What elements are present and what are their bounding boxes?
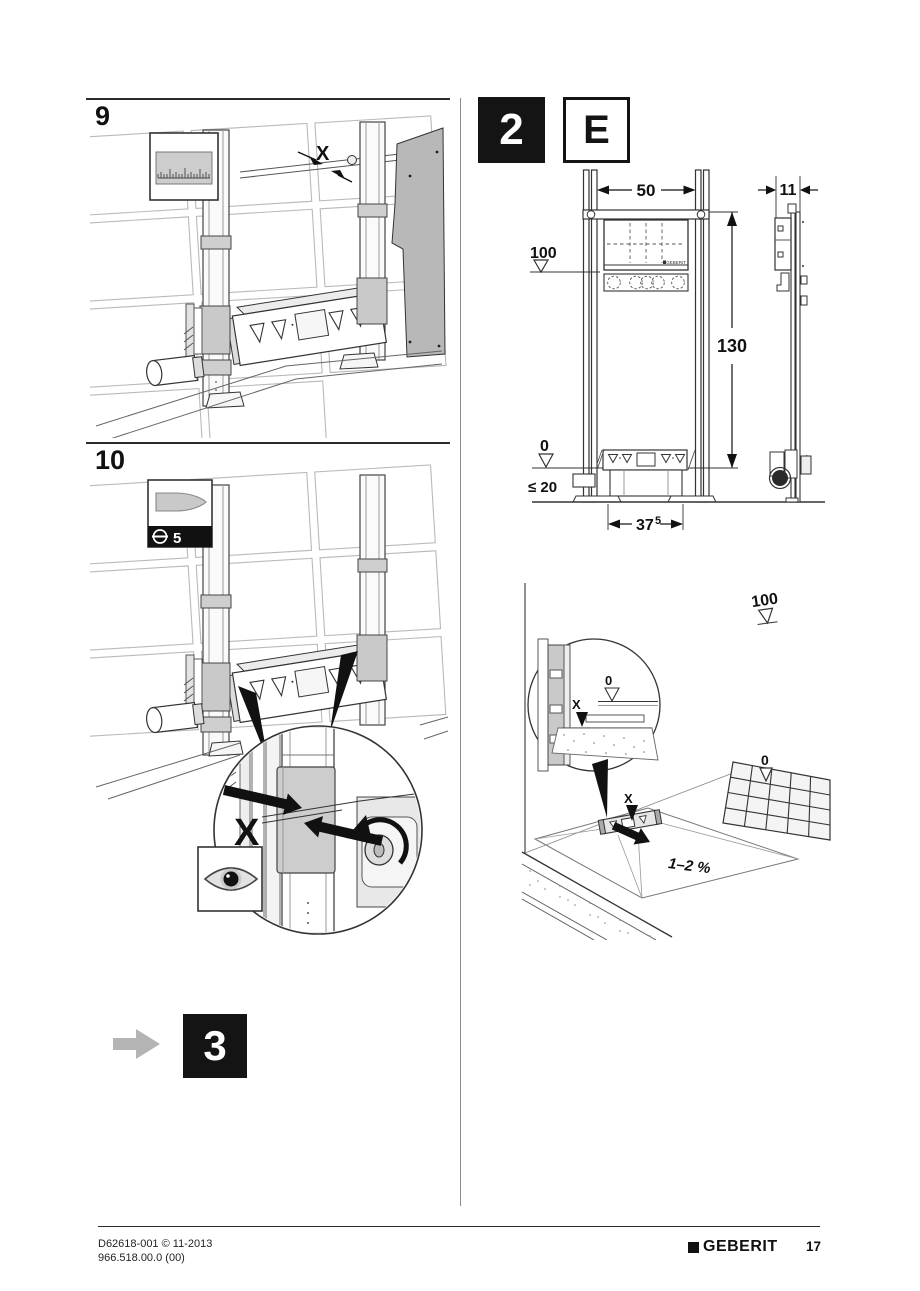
- callout-wedge-right: [330, 651, 358, 732]
- page-number: 17: [806, 1239, 822, 1254]
- zero-wall-label: 0: [605, 673, 612, 688]
- x-detail-label: X: [572, 697, 581, 712]
- clearance-20: ≤ 20: [528, 473, 596, 496]
- side-drain: [772, 470, 788, 486]
- mounting-box-brand: GEBERIT: [666, 260, 686, 265]
- section-variant-box: E: [563, 97, 630, 163]
- screwdriver-blade-icon: [155, 492, 207, 512]
- discharge-channel: [226, 284, 388, 367]
- step9-top-rule: [86, 98, 450, 100]
- doc-number: D62618-001 © 11-2013: [98, 1238, 213, 1250]
- dim-base-exp: 5: [655, 515, 661, 527]
- zero-floor-label: 0: [761, 752, 769, 768]
- zero-mark-floor: 0: [759, 752, 773, 783]
- knockout-strip: [603, 273, 689, 292]
- step10-number: 10: [95, 445, 126, 475]
- dim-height-label: 130: [717, 336, 747, 356]
- x-floor-mark: X: [624, 791, 638, 821]
- x-dimension: X: [297, 143, 353, 183]
- meter-mark-100: 100: [530, 245, 600, 274]
- ruler-inset: [149, 132, 219, 201]
- next-step-box: 3: [183, 1014, 247, 1078]
- mounting-box: GEBERIT: [603, 219, 689, 271]
- step10-drawing: 5 X: [90, 464, 449, 935]
- drain-pipe: [146, 701, 205, 734]
- rotate-arrow-icon: [358, 817, 409, 865]
- next-step-arrow-icon: [113, 1029, 160, 1059]
- right-foot-plate: [339, 352, 379, 370]
- dim-base-375: 37 5: [607, 504, 684, 534]
- drain-pipe: [146, 354, 205, 387]
- footer-doc-info: D62618-001 © 11-2013 966.518.00.0 (00): [98, 1237, 212, 1265]
- meter-mark-label: 100: [530, 245, 557, 262]
- frame-dimension-drawing: 50 GEBERIT 100 130 0: [528, 169, 825, 534]
- front-left-foot: [572, 495, 622, 503]
- footer-rule: [98, 1226, 820, 1227]
- floor-slope-drawing: 100 0 0 X: [521, 583, 831, 940]
- side-drain-ring: [768, 466, 792, 490]
- section-number-box: 2: [478, 97, 545, 163]
- top-crossbar: [582, 209, 710, 220]
- protection-panel: [391, 127, 446, 358]
- ruler-icon: [157, 168, 210, 178]
- slope-arrow-icon: [611, 822, 650, 845]
- step9-drawing: X: [90, 115, 447, 438]
- zero-mark: 0: [532, 438, 738, 469]
- tool-size-label: 5: [173, 530, 181, 547]
- meter-mark-label: 100: [750, 590, 779, 611]
- push-arrow-upper: [222, 785, 302, 815]
- slotted-screw-icon: [152, 529, 168, 544]
- dim-height-130: 130: [717, 212, 747, 468]
- dim-width-label: 50: [637, 181, 656, 200]
- eye-icon: [203, 867, 259, 891]
- x-floor-label: X: [624, 791, 633, 806]
- right-channel-clamp: [356, 634, 388, 682]
- step9-number: 9: [95, 101, 111, 131]
- slab-speckle: [529, 870, 651, 937]
- floor-lines: [95, 716, 449, 800]
- x-detail-pointer: [576, 712, 588, 727]
- detail-circle-content: 0 X: [537, 638, 659, 772]
- column-divider: [460, 98, 461, 1206]
- left-channel-clamp: [199, 662, 231, 712]
- doc-code: 966.518.00.0 (00): [98, 1252, 185, 1264]
- dim-base-label: 37: [636, 517, 654, 534]
- side-view: 11: [758, 176, 818, 503]
- reference-line: [261, 792, 421, 824]
- x-dimension-label: X: [316, 143, 330, 165]
- brand-square-icon: [688, 1241, 699, 1253]
- clamp-block: [276, 766, 336, 874]
- tool-inset: 5: [147, 479, 213, 548]
- floor-lines: [95, 350, 443, 438]
- bottom-channel: [596, 449, 696, 497]
- left-channel-clamp: [199, 305, 231, 355]
- zero-mark-label: 0: [540, 438, 549, 455]
- right-channel-clamp: [356, 277, 388, 325]
- meter-mark-100: 100: [750, 590, 779, 625]
- rail-screw: [347, 155, 357, 165]
- left-foot-plate: [205, 391, 245, 409]
- visual-check-inset: [197, 846, 263, 912]
- dim-depth-label: 11: [780, 182, 797, 199]
- brand-name: GEBERIT: [703, 1238, 778, 1255]
- callout-wedge-left: [238, 686, 268, 761]
- step10-top-rule: [86, 442, 450, 444]
- slope-label: 1–2 %: [667, 855, 711, 877]
- brand-logo: GEBERIT: [688, 1238, 778, 1256]
- callout-wedge: [592, 759, 608, 818]
- dim-width-50: 50: [597, 181, 696, 200]
- floor-slab: [521, 851, 673, 940]
- front-right-foot: [667, 495, 717, 503]
- clearance-label: ≤ 20: [528, 479, 557, 496]
- tile-grid: [722, 761, 831, 841]
- screed-speckle: [563, 733, 645, 755]
- push-arrow-lower: [304, 816, 384, 846]
- x-floor-pointer: [626, 805, 638, 821]
